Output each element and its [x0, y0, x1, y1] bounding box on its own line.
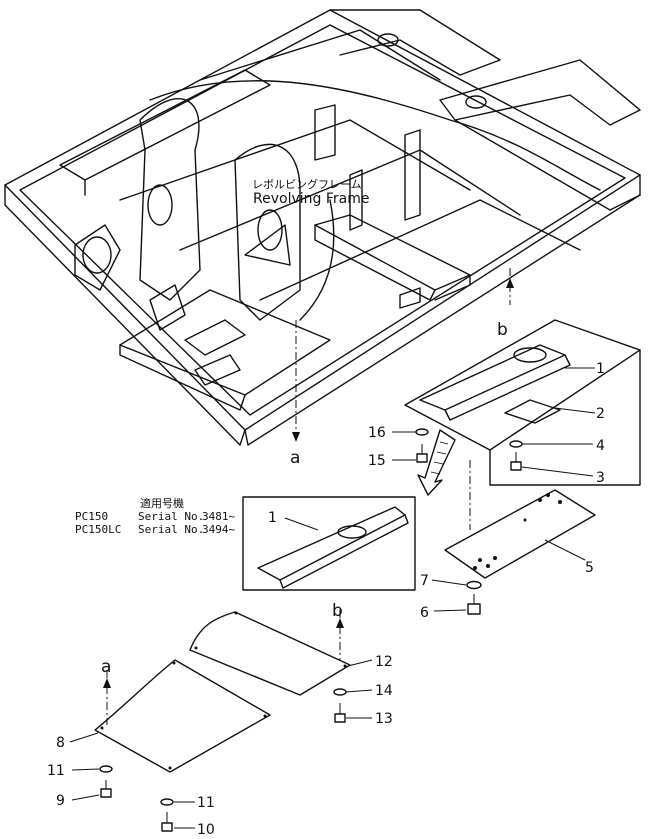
serial-header: 適用号機	[140, 496, 184, 510]
callout-8: 8	[56, 735, 65, 751]
callout-11b: 11	[197, 795, 215, 811]
callout-10: 10	[197, 822, 215, 838]
revolving-frame-label: レボルビングフレーム Revolving Frame	[252, 177, 369, 207]
callout-9: 9	[56, 793, 65, 809]
part-1-bracket-assembly: 1 2 4 3	[404, 319, 641, 486]
marker-b-upper: b	[497, 320, 508, 340]
callout-1-inset: 1	[268, 510, 277, 526]
view-arrow-b-upper: b	[497, 268, 514, 340]
callout-11a: 11	[47, 763, 65, 779]
frame-label-english: Revolving Frame	[253, 191, 369, 207]
serial-label-2: Serial No.	[138, 523, 204, 536]
marker-a-upper: a	[290, 448, 300, 468]
serial-note: 適用号機 PC150 Serial No. 3481~ PC150LC Seri…	[75, 496, 235, 536]
inset-part-1: 1	[242, 496, 416, 591]
inset-pointer-arrow	[417, 429, 456, 496]
fasteners-15-16: 16 15	[368, 425, 429, 469]
callout-3: 3	[596, 470, 605, 486]
serial-model-1: PC150	[75, 510, 108, 523]
part-5-plate: 5 7 6	[420, 460, 596, 621]
callout-1: 1	[596, 361, 605, 377]
view-arrow-a-upper: a	[290, 320, 300, 468]
callout-4: 4	[596, 438, 605, 454]
callout-16: 16	[368, 425, 386, 441]
callout-6: 6	[420, 605, 429, 621]
callout-12: 12	[375, 654, 393, 670]
callout-7: 7	[420, 573, 429, 589]
frame-label-japanese: レボルビングフレーム	[252, 177, 362, 191]
revolving-frame	[4, 9, 641, 446]
lower-cover-8: a 8 11 9 11 10	[47, 657, 271, 838]
lower-cover-12: b 12 14 13	[189, 601, 393, 727]
marker-b-lower: b	[332, 601, 343, 621]
serial-model-2: PC150LC	[75, 523, 121, 536]
callout-14: 14	[375, 683, 393, 699]
marker-a-lower: a	[101, 657, 111, 677]
serial-value-2: 3494~	[202, 523, 235, 536]
serial-label-1: Serial No.	[138, 510, 204, 523]
callout-2: 2	[596, 406, 605, 422]
callout-5: 5	[585, 560, 594, 576]
callout-15: 15	[368, 453, 386, 469]
serial-value-1: 3481~	[202, 510, 235, 523]
callout-13: 13	[375, 711, 393, 727]
